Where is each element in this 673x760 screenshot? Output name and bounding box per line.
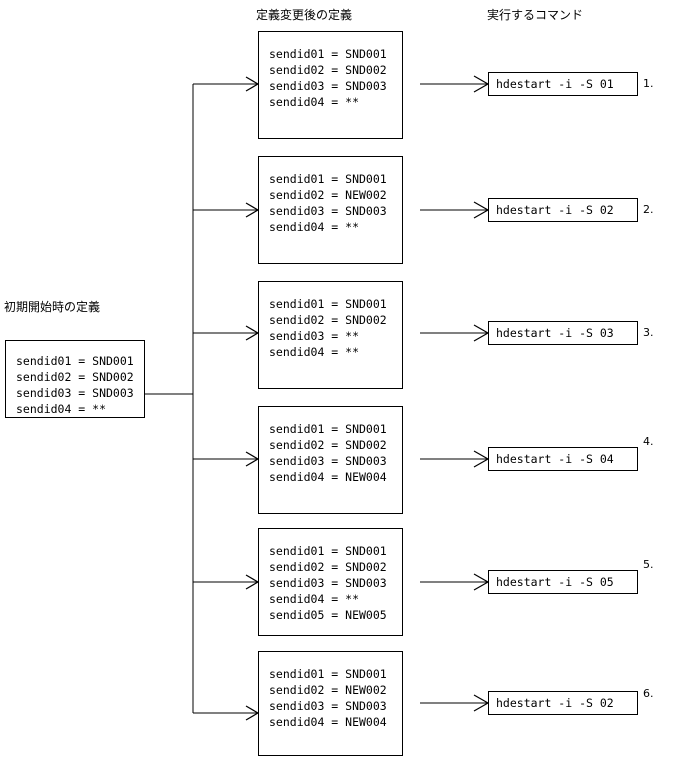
definition-text-4: sendid01 = SND001 sendid02 = SND002 send… [269, 422, 387, 484]
definition-text-3: sendid01 = SND001 sendid02 = SND002 send… [269, 297, 387, 359]
command-box-1[interactable]: hdestart -i -S 01 [488, 72, 638, 96]
row-marker-6: 6. [643, 687, 654, 700]
command-box-4[interactable]: hdestart -i -S 04 [488, 447, 638, 471]
row-marker-4: 4. [643, 435, 654, 448]
command-arrowhead-2 [473, 201, 490, 219]
command-box-3[interactable]: hdestart -i -S 03 [488, 321, 638, 345]
row-marker-5: 5. [643, 558, 654, 571]
definition-box-4: sendid01 = SND001 sendid02 = SND002 send… [258, 406, 403, 514]
branch-arrowhead-1 [245, 76, 260, 92]
row-marker-2: 2. [643, 203, 654, 216]
command-arrowhead-1 [473, 75, 490, 93]
branch-arrowhead-5 [245, 574, 260, 590]
branch-arrowhead-6 [245, 705, 260, 721]
definition-text-6: sendid01 = SND001 sendid02 = NEW002 send… [269, 667, 387, 729]
branch-arrowhead-2 [245, 202, 260, 218]
command-box-5[interactable]: hdestart -i -S 05 [488, 570, 638, 594]
branch-arrowhead-3 [245, 325, 260, 341]
definition-text-5: sendid01 = SND001 sendid02 = SND002 send… [269, 544, 387, 622]
column-header-commands: 実行するコマンド [487, 8, 584, 22]
branch-arrowhead-4 [245, 451, 260, 467]
definition-text-2: sendid01 = SND001 sendid02 = NEW002 send… [269, 172, 387, 234]
definition-box-1: sendid01 = SND001 sendid02 = SND002 send… [258, 31, 403, 139]
definition-box-5: sendid01 = SND001 sendid02 = SND002 send… [258, 528, 403, 636]
definition-box-6: sendid01 = SND001 sendid02 = NEW002 send… [258, 651, 403, 756]
command-box-6[interactable]: hdestart -i -S 02 [488, 691, 638, 715]
command-arrowhead-5 [473, 573, 490, 591]
command-arrowhead-6 [473, 694, 490, 712]
row-marker-1: 1. [643, 77, 654, 90]
initial-definition-label: 初期開始時の定義 [4, 300, 101, 314]
definition-text-1: sendid01 = SND001 sendid02 = SND002 send… [269, 47, 387, 109]
definition-box-3: sendid01 = SND001 sendid02 = SND002 send… [258, 281, 403, 389]
definition-box-2: sendid01 = SND001 sendid02 = NEW002 send… [258, 156, 403, 264]
row-marker-3: 3. [643, 326, 654, 339]
initial-definition-box: sendid01 = SND001 sendid02 = SND002 send… [5, 340, 145, 418]
initial-definition-text: sendid01 = SND001 sendid02 = SND002 send… [16, 354, 134, 416]
command-arrowhead-3 [473, 324, 490, 342]
command-box-2[interactable]: hdestart -i -S 02 [488, 198, 638, 222]
column-header-definitions: 定義変更後の定義 [256, 8, 353, 22]
command-arrowhead-4 [473, 450, 490, 468]
